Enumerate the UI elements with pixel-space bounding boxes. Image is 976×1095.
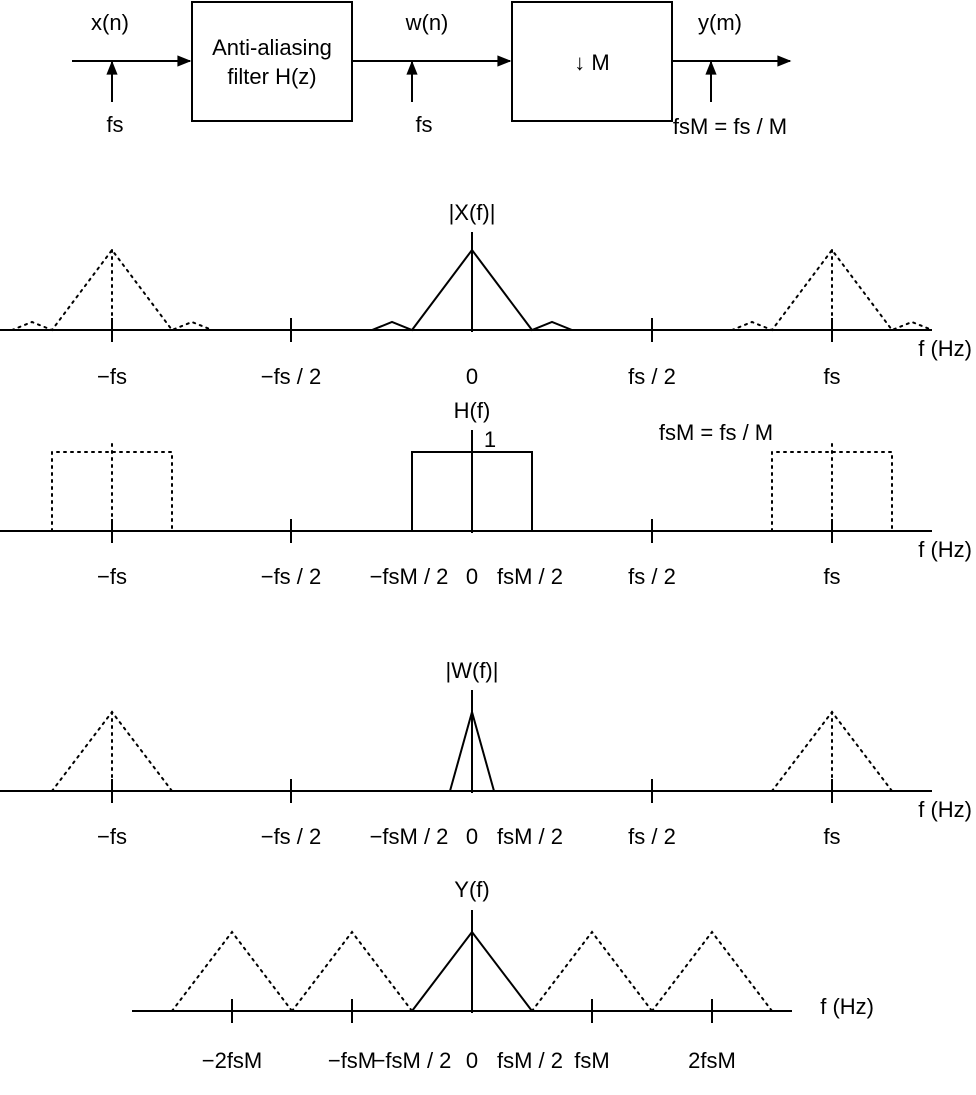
- x-image-spectrum: [11, 248, 213, 332]
- y-tick-label: −fsM: [328, 1048, 376, 1073]
- filtered-signal-label: w(n): [405, 10, 449, 35]
- spectrum-h: H(f) 1 fsM = fs / M f (Hz) −fs −fs / 2 −…: [0, 398, 972, 589]
- y-tick-label: −fsM / 2: [373, 1048, 452, 1073]
- w-tick-label: −fs: [97, 824, 127, 849]
- y-axis-label: f (Hz): [820, 994, 874, 1019]
- y-image-spectrum: [291, 930, 413, 1012]
- w-tick-label: fsM / 2: [497, 824, 563, 849]
- x-tick-label: −fs / 2: [261, 364, 322, 389]
- h-tick-label: −fsM / 2: [370, 564, 449, 589]
- w-baseband-spectrum: [449, 708, 495, 792]
- anti-aliasing-filter-block: [191, 1, 353, 122]
- filter-label-line1: Anti-aliasing: [212, 35, 332, 60]
- w-tick-label: 0: [466, 824, 478, 849]
- x-tick-label: 0: [466, 364, 478, 389]
- h-passband: [411, 451, 533, 531]
- h-tick-label: 0: [466, 564, 478, 589]
- x-title: |X(f)|: [449, 200, 496, 225]
- h-tick-label: fs / 2: [628, 564, 676, 589]
- output-signal-label: y(m): [698, 10, 742, 35]
- x-tick-label: fs: [823, 364, 840, 389]
- h-tick-label: fsM / 2: [497, 564, 563, 589]
- x-image-spectrum: [731, 248, 933, 332]
- w-tick-label: fs: [823, 824, 840, 849]
- w-tick-label: fs / 2: [628, 824, 676, 849]
- w-image-spectrum: [51, 710, 173, 792]
- y-image-spectrum: [531, 930, 653, 1012]
- y-image-spectrum: [171, 930, 293, 1012]
- filter-label-line2: filter H(z): [227, 64, 316, 89]
- block-diagram: x(n) fs Anti-aliasing filter H(z) w(n) f…: [72, 1, 792, 139]
- h-image-passband: [771, 451, 893, 532]
- w-axis-label: f (Hz): [918, 797, 972, 822]
- h-note: fsM = fs / M: [659, 420, 773, 445]
- w-image-spectrum: [771, 710, 893, 792]
- h-image-passband: [51, 451, 173, 532]
- y-tick-label: 0: [466, 1048, 478, 1073]
- x-axis-label: f (Hz): [918, 336, 972, 361]
- h-title: H(f): [454, 398, 491, 423]
- h-passband-level: 1: [484, 427, 496, 452]
- x-tick-label: −fs: [97, 364, 127, 389]
- w-tick-label: −fsM / 2: [370, 824, 449, 849]
- spectrum-y: Y(f) f (Hz) −2fsM −fsM −fsM / 2 0 fsM / …: [132, 877, 874, 1073]
- w-title: |W(f)|: [446, 658, 499, 683]
- h-tick-label: fs: [823, 564, 840, 589]
- h-tick-label: −fs / 2: [261, 564, 322, 589]
- spectrum-x: |X(f)| f (Hz) −fs −fs / 2 0 fs / 2 fs: [0, 200, 972, 389]
- y-tick-label: 2fsM: [688, 1048, 736, 1073]
- y-baseband-spectrum: [411, 930, 533, 1012]
- spectrum-w: |W(f)| f (Hz) −fs −fs / 2 −fsM / 2 0 fsM…: [0, 658, 972, 849]
- y-image-spectrum: [651, 930, 773, 1012]
- h-axis-label: f (Hz): [918, 537, 972, 562]
- x-tick-label: fs / 2: [628, 364, 676, 389]
- input-signal-label: x(n): [91, 10, 129, 35]
- downsampler-block: [511, 1, 673, 122]
- input-rate-label: fs: [106, 112, 123, 137]
- y-title: Y(f): [454, 877, 489, 902]
- output-rate-label: fsM = fs / M: [673, 114, 787, 139]
- y-tick-label: fsM: [574, 1048, 609, 1073]
- h-tick-label: −fs: [97, 564, 127, 589]
- decimator-label: ↓ M: [574, 50, 609, 75]
- x-baseband-spectrum: [371, 248, 573, 332]
- filtered-rate-label: fs: [415, 112, 432, 137]
- w-tick-label: −fs / 2: [261, 824, 322, 849]
- y-tick-label: −2fsM: [202, 1048, 263, 1073]
- y-tick-label: fsM / 2: [497, 1048, 563, 1073]
